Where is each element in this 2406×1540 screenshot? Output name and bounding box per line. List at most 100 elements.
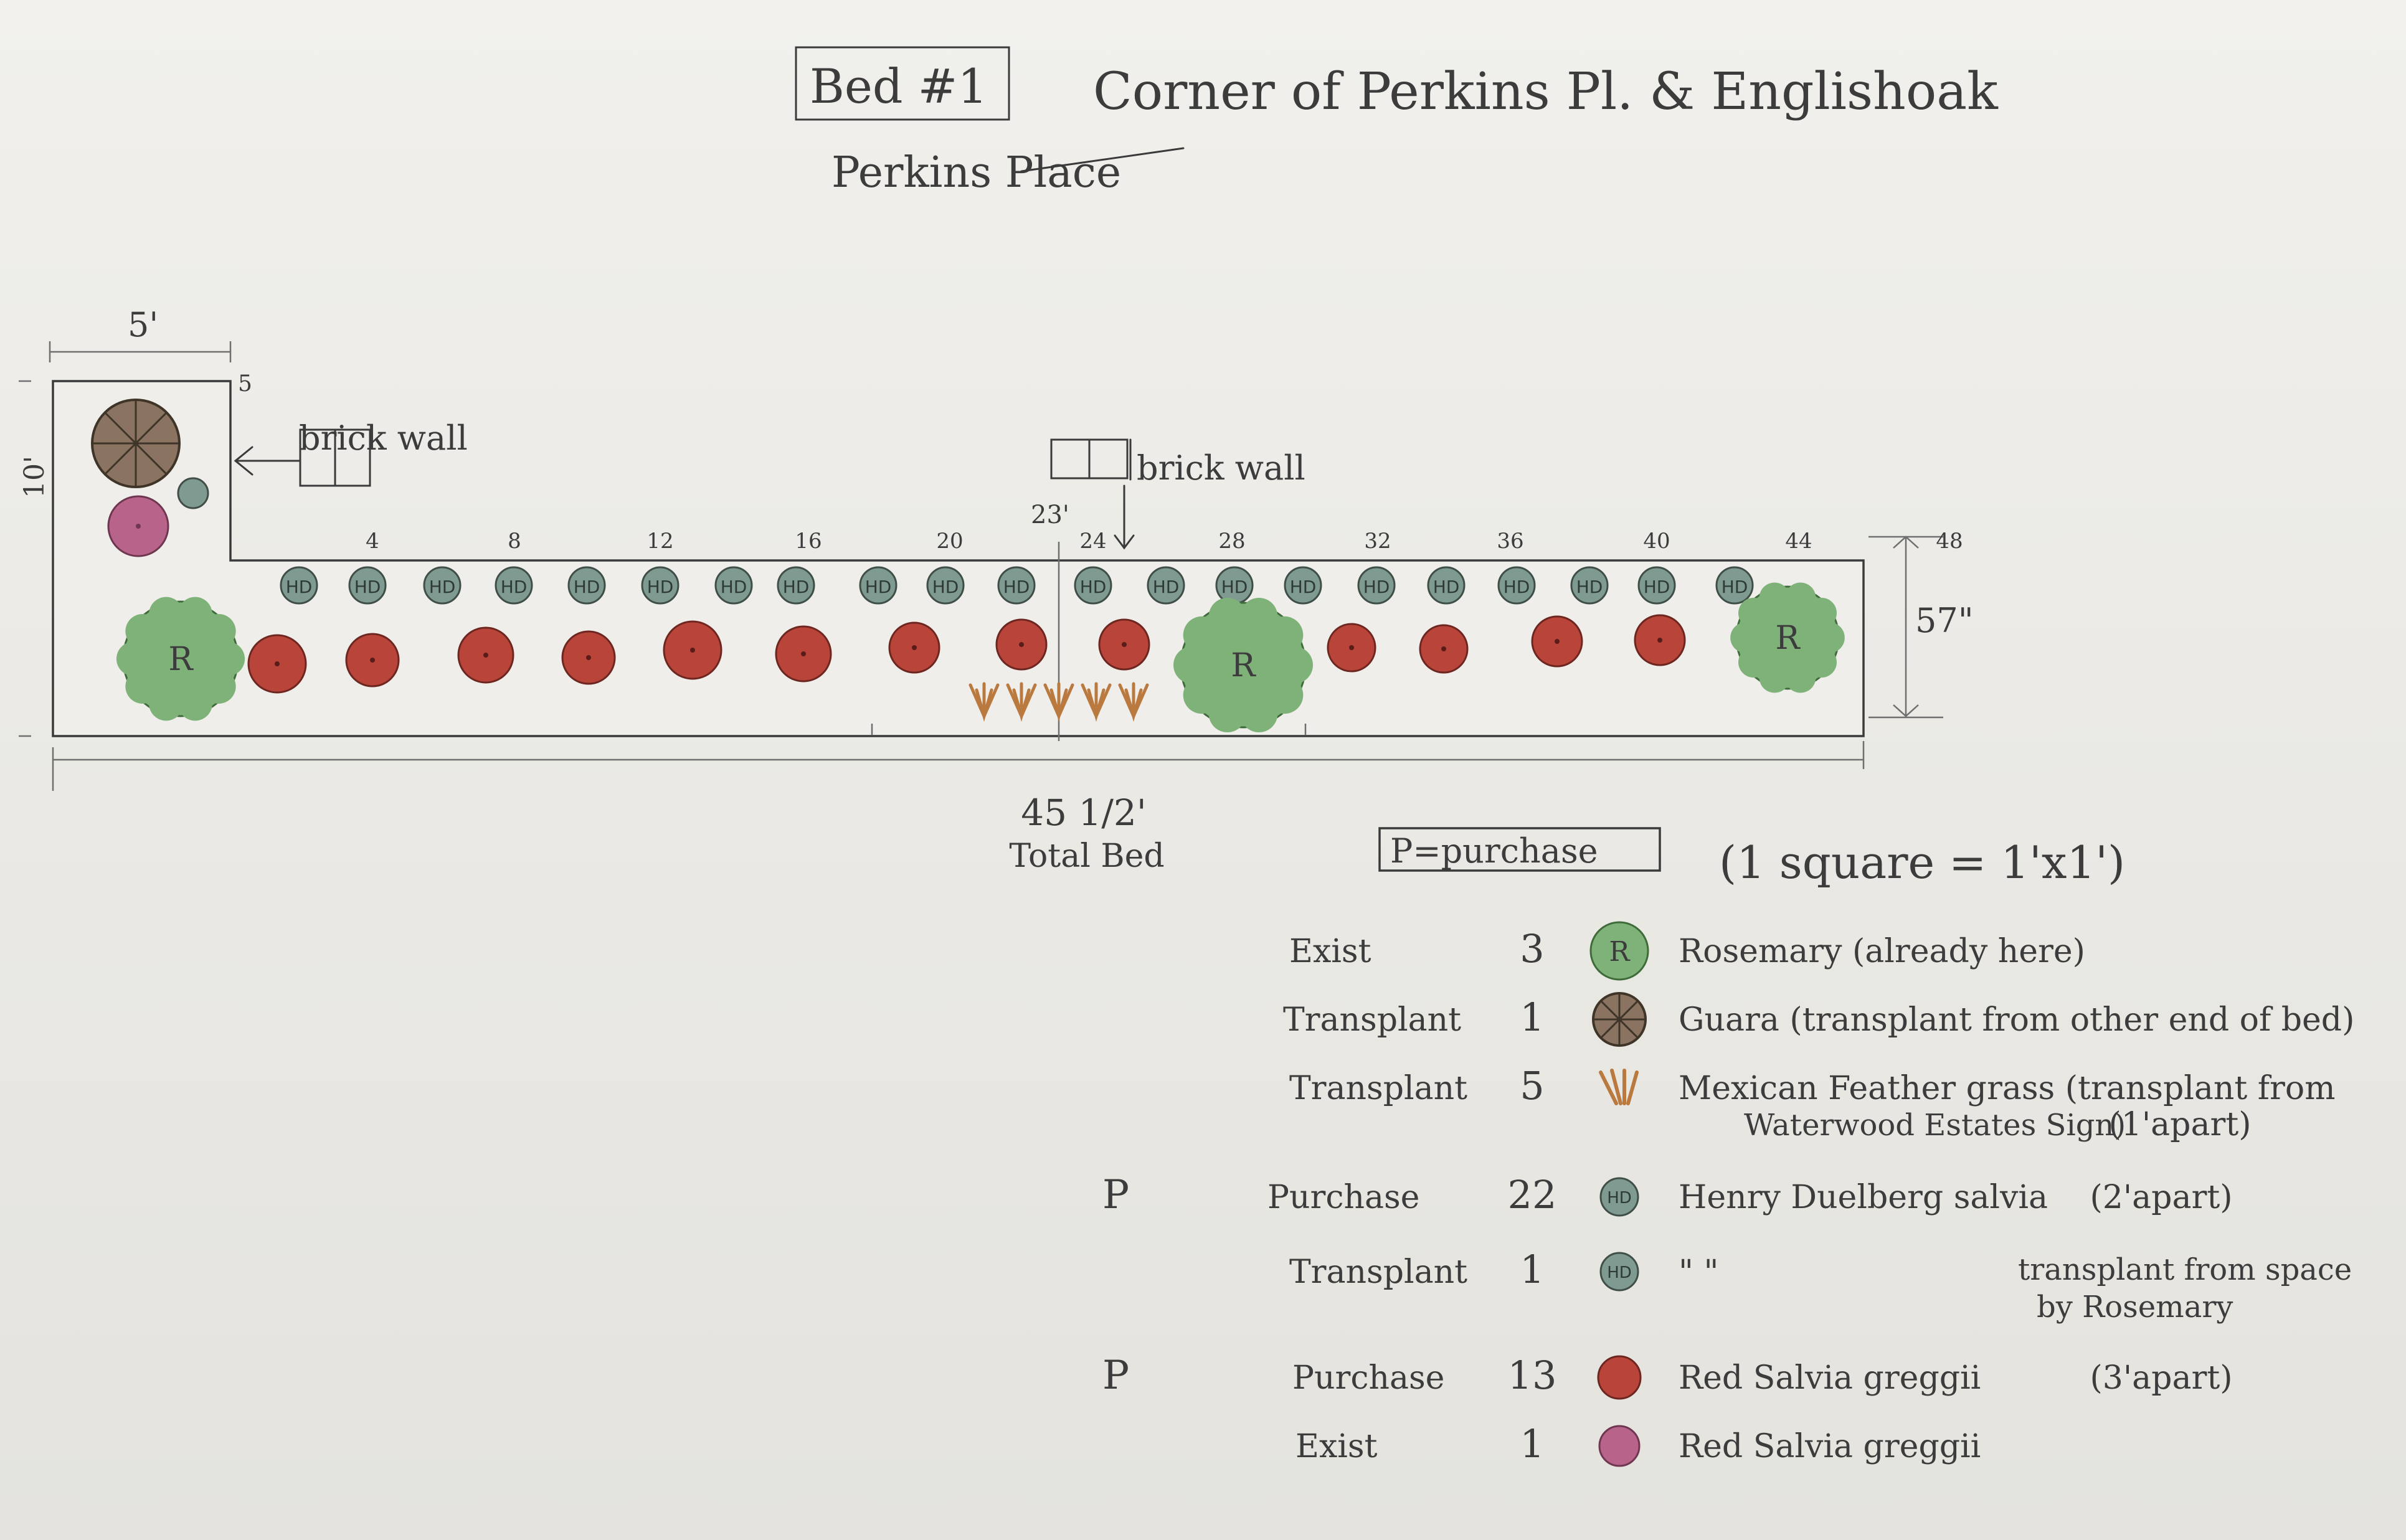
legend-action: Transplant (1289, 1254, 1467, 1291)
street-name: Perkins Place (831, 148, 1121, 197)
henry-duelberg-plant: HD (348, 566, 387, 605)
legend-quantity: 1 (1520, 1421, 1544, 1467)
legend-note-line2: by Rosemary (2037, 1290, 2233, 1325)
red-salvia-plant (1098, 618, 1150, 671)
legend-spacing: (2'apart) (2090, 1179, 2233, 1216)
hd-mark: HD (501, 577, 528, 597)
brick-wall-middle-arrow (1114, 438, 1135, 550)
depth-label: 57" (1915, 601, 1974, 640)
hd-mark: HD (1722, 577, 1748, 597)
ruler-label: 28 (1218, 529, 1245, 554)
hd-mark: HD (865, 577, 892, 597)
legend-action: Exist (1289, 933, 1371, 970)
legend-name: Rosemary (already here) (1679, 933, 2085, 970)
svg-text:HD: HD (1607, 1264, 1632, 1282)
bed-outline (19, 341, 1943, 791)
henry-duelberg-plant: HD (714, 566, 753, 605)
total-length-label: 45 1/2' (1021, 791, 1147, 834)
legend-name: " " (1679, 1254, 1718, 1291)
ruler-label: 48 (1936, 529, 1963, 554)
hd-mark: HD (1576, 577, 1603, 597)
legend-action: Transplant (1289, 1070, 1467, 1107)
hd-mark: HD (1003, 577, 1030, 597)
feather-grass-plant (969, 682, 1000, 722)
legend-header: P=purchase (1 square = 1'x1') (1378, 827, 2125, 889)
purchase-key: P=purchase (1390, 831, 1598, 871)
hd-mark: HD (286, 577, 313, 597)
hd-mark: HD (1080, 577, 1107, 597)
small-hd-plant (177, 477, 209, 509)
hd-mark: HD (354, 577, 381, 597)
henry-duelberg-plant: HD (1497, 566, 1536, 605)
red-salvia-plant (995, 618, 1048, 671)
henry-duelberg-icon: HD (1599, 1252, 1639, 1292)
henry-duelberg-plant: HD (1357, 566, 1396, 605)
red-salvia-plant (1634, 614, 1686, 666)
ruler-label: 32 (1364, 529, 1391, 554)
ruler-label: 4 (366, 529, 379, 554)
guara-icon (1592, 992, 1647, 1047)
henry-duelberg-plant: HD (1427, 566, 1466, 605)
red-salvia-plant (888, 621, 940, 674)
red-salvia-plant (1327, 623, 1376, 673)
purchase-key-box (1378, 827, 1661, 872)
henry-duelberg-plant: HD (1284, 566, 1322, 605)
legend-name: Red Salvia greggii (1679, 1428, 1981, 1465)
ruler-label: 40 (1643, 529, 1670, 554)
legend-quantity: 1 (1520, 994, 1544, 1040)
rosemary-icon: R (1589, 921, 1649, 981)
red-salvia-plant (457, 626, 514, 684)
legend-name: Mexican Feather grass (transplant from (1679, 1070, 2336, 1107)
brick-wall-left-arrow (234, 446, 300, 476)
guara-plant (91, 399, 181, 488)
feather-grass-plant (1043, 682, 1074, 722)
henry-duelberg-plant: HD (926, 566, 965, 605)
dimension-labels: 5' 10' 5 57" 23' 45 1/2' Total Bed (19, 305, 1974, 875)
red-salvia-plant (1419, 624, 1469, 674)
side-ticks (19, 380, 31, 737)
mid-dim-label: 23' (1031, 501, 1069, 529)
legend-flag: P (1102, 1353, 1129, 1399)
legend-name: Henry Duelberg salvia (1679, 1179, 2048, 1216)
henry-duelberg-icon: HD (1599, 1177, 1639, 1217)
ruler-label: 16 (795, 529, 822, 554)
rosemary-mark: R (168, 641, 194, 678)
legend-spacing: (1'apart) (2109, 1106, 2252, 1143)
legend-quantity: 1 (1520, 1247, 1544, 1292)
ruler-label: 8 (508, 529, 521, 554)
depth-dim-line (1868, 536, 1943, 719)
henry-duelberg-plant: HD (495, 566, 533, 605)
dim-side-label: 10' (19, 456, 50, 498)
legend-quantity: 3 (1520, 926, 1544, 971)
red-salvia-plant (345, 633, 400, 687)
legend-quantity: 22 (1508, 1172, 1557, 1217)
brick-wall-left-label: brick wall (299, 418, 468, 458)
red-salvia-plant (1531, 615, 1583, 668)
red-salvia-plant (775, 625, 832, 683)
legend-note: Waterwood Estates Sign) (1744, 1108, 2126, 1143)
legend-action: Purchase (1267, 1179, 1419, 1216)
svg-text:HD: HD (1607, 1189, 1632, 1207)
legend-action: Purchase (1292, 1359, 1444, 1397)
feather-grass-icon (1599, 1069, 1639, 1105)
rosemary-plant: R (116, 597, 245, 721)
hd-mark: HD (647, 577, 674, 597)
legend-action: Transplant (1283, 1001, 1461, 1039)
rosemary-plant: R (1730, 582, 1845, 693)
location-title: Corner of Perkins Pl. & Englishoak (1093, 62, 1999, 121)
henry-duelberg-plant: HD (1215, 566, 1254, 605)
brick-wall-middle-label: brick wall (1137, 448, 1305, 488)
red-salvia-row (247, 614, 1686, 694)
henry-duelberg-plant: HD (423, 566, 462, 605)
henry-duelberg-plant: HD (1715, 566, 1754, 605)
scale-note: (1 square = 1'x1') (1719, 836, 2125, 889)
